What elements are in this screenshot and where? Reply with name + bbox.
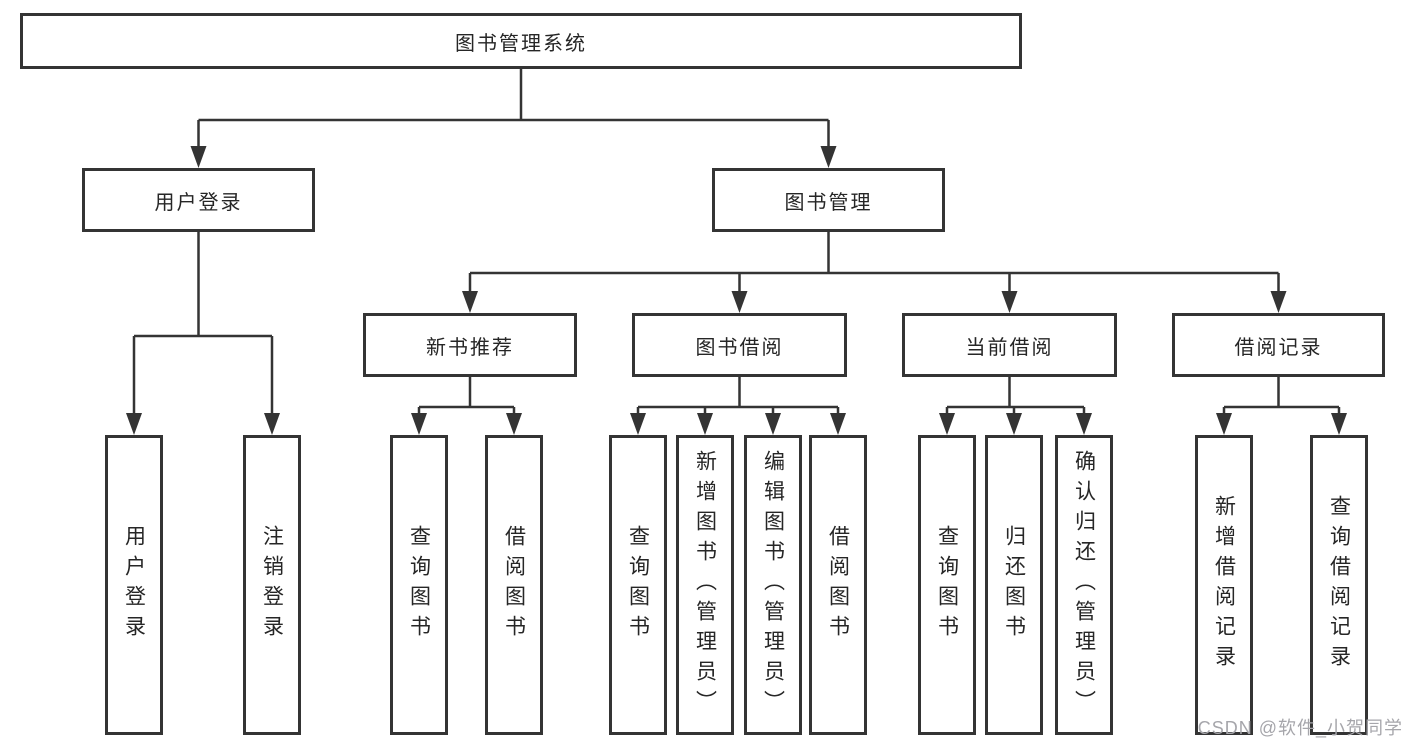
leaf-borrow-books-2-label: 借阅图书	[826, 525, 850, 645]
leaf-add-borrow-record-label: 新增借阅记录	[1212, 495, 1236, 675]
node-borrow-records-label: 借阅记录	[1234, 336, 1323, 359]
leaf-add-book-admin-label: 新增图书（管理员）	[693, 450, 717, 720]
leaf-query-borrow-record: 查询借阅记录	[1310, 435, 1368, 735]
node-book-borrow: 图书借阅	[632, 313, 847, 377]
node-user-login-label: 用户登录	[154, 191, 243, 214]
leaf-query-books-3: 查询图书	[918, 435, 976, 735]
leaf-query-books-3-label: 查询图书	[935, 525, 959, 645]
leaf-edit-book-admin: 编辑图书（管理员）	[744, 435, 802, 735]
leaf-edit-book-admin-label: 编辑图书（管理员）	[761, 450, 785, 720]
leaf-logout-label: 注销登录	[260, 525, 284, 645]
leaf-query-borrow-record-label: 查询借阅记录	[1327, 495, 1351, 675]
node-root-label: 图书管理系统	[455, 32, 587, 55]
leaf-add-borrow-record: 新增借阅记录	[1195, 435, 1253, 735]
leaf-add-book-admin: 新增图书（管理员）	[676, 435, 734, 735]
leaf-query-books-1: 查询图书	[390, 435, 448, 735]
leaf-confirm-return-admin-label: 确认归还（管理员）	[1072, 450, 1096, 720]
leaf-query-books-1-label: 查询图书	[407, 525, 431, 645]
node-new-book-recommend-label: 新书推荐	[426, 336, 514, 359]
leaf-user-login-label: 用户登录	[122, 525, 146, 645]
leaf-borrow-books-1-label: 借阅图书	[502, 525, 526, 645]
node-borrow-records: 借阅记录	[1172, 313, 1385, 377]
leaf-borrow-books-1: 借阅图书	[485, 435, 543, 735]
leaf-user-login: 用户登录	[105, 435, 163, 735]
leaf-logout: 注销登录	[243, 435, 301, 735]
node-current-borrow: 当前借阅	[902, 313, 1117, 377]
leaf-return-book: 归还图书	[985, 435, 1043, 735]
leaf-query-books-2: 查询图书	[609, 435, 667, 735]
node-root: 图书管理系统	[20, 13, 1022, 69]
csdn-watermark: CSDN @软件_小贺同学	[1197, 718, 1403, 738]
node-new-book-recommend: 新书推荐	[363, 313, 577, 377]
node-book-management-label: 图书管理	[784, 191, 873, 214]
leaf-query-books-2-label: 查询图书	[626, 525, 650, 645]
leaf-confirm-return-admin: 确认归还（管理员）	[1055, 435, 1113, 735]
leaf-return-book-label: 归还图书	[1002, 525, 1026, 645]
node-user-login: 用户登录	[82, 168, 315, 232]
leaf-borrow-books-2: 借阅图书	[809, 435, 867, 735]
node-book-management: 图书管理	[712, 168, 945, 232]
node-book-borrow-label: 图书借阅	[695, 336, 784, 359]
node-current-borrow-label: 当前借阅	[965, 336, 1054, 359]
